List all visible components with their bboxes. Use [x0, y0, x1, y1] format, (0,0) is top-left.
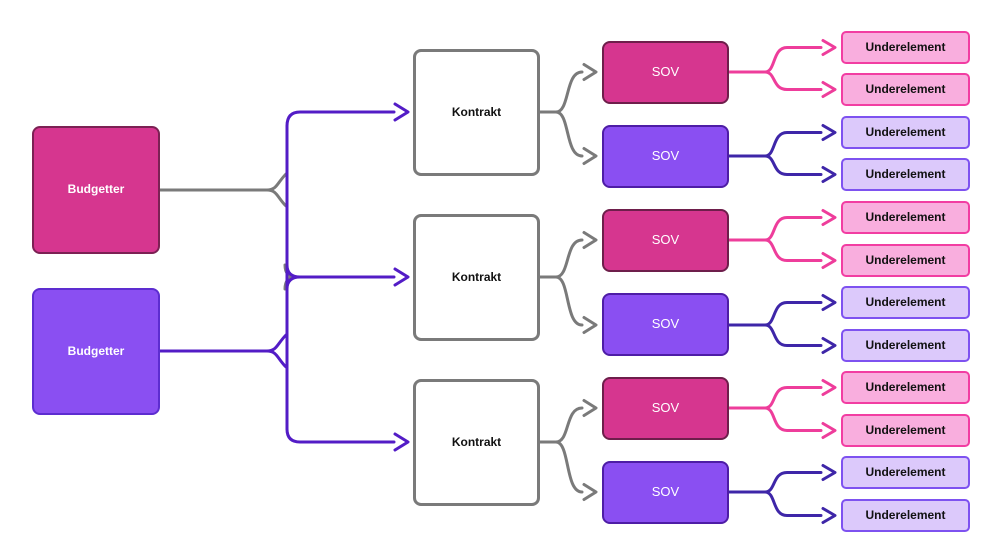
sov-node-1[interactable]: SOV: [602, 41, 729, 104]
subelement-node-5-label: Underelement: [865, 209, 946, 224]
subelement-node-12[interactable]: Underelement: [841, 499, 970, 532]
subelement-node-2[interactable]: Underelement: [841, 73, 970, 106]
subelement-node-10[interactable]: Underelement: [841, 414, 970, 447]
contract-node-2-label: Kontrakt: [451, 269, 502, 284]
sov-node-5[interactable]: SOV: [602, 377, 729, 440]
indigo-edges: [727, 124, 837, 524]
subelement-node-11-label: Underelement: [865, 464, 946, 479]
subelement-node-3-label: Underelement: [865, 124, 946, 139]
budget-node-1[interactable]: Budgetter: [32, 126, 160, 254]
sov-node-6-label: SOV: [651, 484, 680, 500]
subelement-node-12-label: Underelement: [865, 507, 946, 522]
subelement-node-7-label: Underelement: [865, 294, 946, 309]
edge-budget1-fork-down: [265, 188, 288, 208]
subelement-node-1[interactable]: Underelement: [841, 31, 970, 64]
budget-node-1-label: Budgetter: [67, 182, 125, 197]
sov-node-6[interactable]: SOV: [602, 461, 729, 524]
contract-node-1[interactable]: Kontrakt: [413, 49, 540, 176]
subelement-node-8-label: Underelement: [865, 337, 946, 352]
contract-node-2[interactable]: Kontrakt: [413, 214, 540, 341]
sov-node-4[interactable]: SOV: [602, 293, 729, 356]
subelement-node-11[interactable]: Underelement: [841, 456, 970, 489]
contract-node-3[interactable]: Kontrakt: [413, 379, 540, 506]
sov-node-3[interactable]: SOV: [602, 209, 729, 272]
sov-node-1-label: SOV: [651, 64, 680, 80]
budget-node-2-label: Budgetter: [67, 343, 125, 358]
subelement-node-7[interactable]: Underelement: [841, 286, 970, 319]
subelement-node-6[interactable]: Underelement: [841, 244, 970, 277]
violet-edges: [158, 102, 410, 452]
subelement-node-4-label: Underelement: [865, 166, 946, 181]
subelement-node-6-label: Underelement: [865, 252, 946, 267]
subelement-node-3[interactable]: Underelement: [841, 116, 970, 149]
gray-edges: [158, 63, 598, 501]
contract-node-3-label: Kontrakt: [451, 434, 502, 449]
subelement-node-8[interactable]: Underelement: [841, 329, 970, 362]
sov-node-4-label: SOV: [651, 316, 680, 332]
subelement-node-1-label: Underelement: [865, 39, 946, 54]
subelement-node-2-label: Underelement: [865, 81, 946, 96]
budget-node-2[interactable]: Budgetter: [32, 288, 160, 415]
subelement-node-9[interactable]: Underelement: [841, 371, 970, 404]
subelement-node-9-label: Underelement: [865, 379, 946, 394]
sov-node-2[interactable]: SOV: [602, 125, 729, 188]
subelement-node-4[interactable]: Underelement: [841, 158, 970, 191]
sov-node-2-label: SOV: [651, 148, 680, 164]
sov-node-3-label: SOV: [651, 232, 680, 248]
edge-budget1-fork-up: [265, 172, 288, 192]
subelement-node-5[interactable]: Underelement: [841, 201, 970, 234]
pink-edges: [727, 39, 837, 439]
subelement-node-10-label: Underelement: [865, 422, 946, 437]
sov-node-5-label: SOV: [651, 400, 680, 416]
contract-node-1-label: Kontrakt: [451, 104, 502, 119]
